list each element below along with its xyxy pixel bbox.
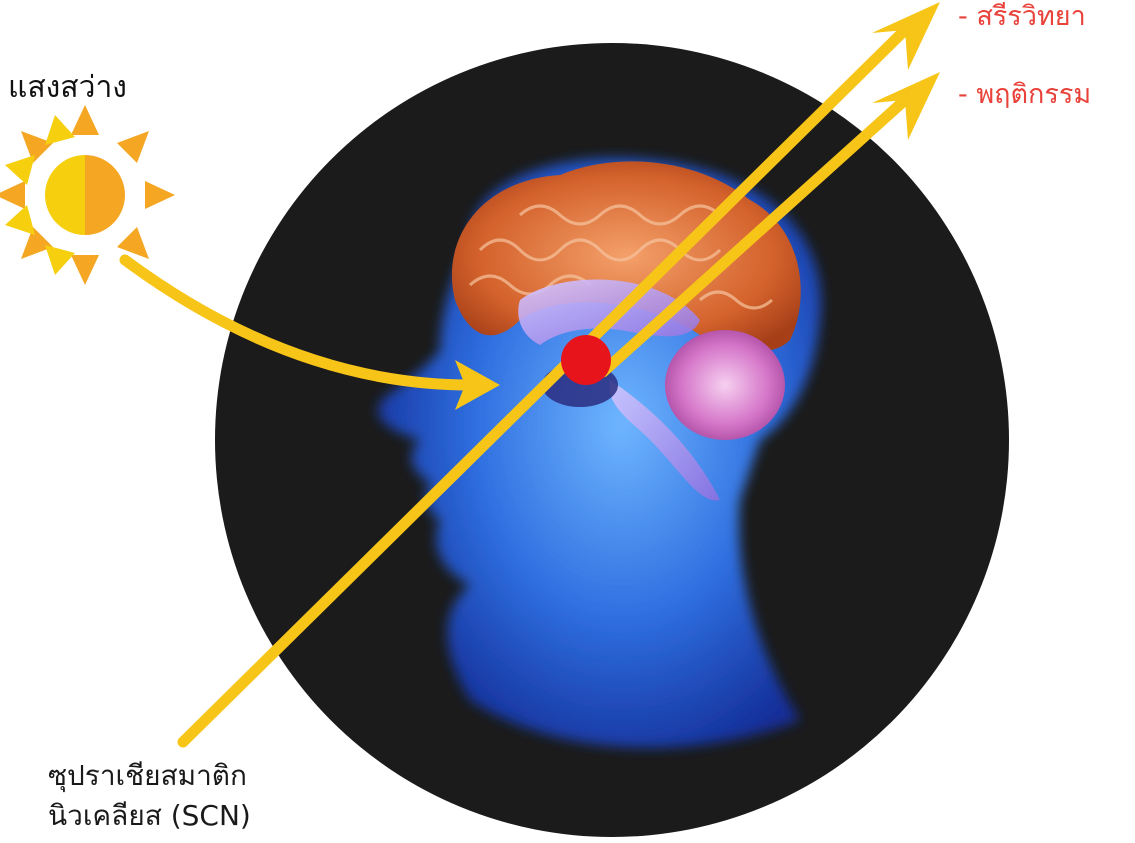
behavior-label: - พฤติกรรม	[958, 72, 1091, 115]
scn-label: ซุปราเชียสมาติก นิวเคลียส (SCN)	[48, 756, 251, 836]
light-label: แสงสว่าง	[8, 64, 127, 111]
scn-label-line1: ซุปราเชียสมาติก	[48, 756, 251, 796]
scn-label-line2: นิวเคลียส (SCN)	[48, 796, 251, 836]
sun-icon	[0, 105, 175, 285]
behavior-arrowhead	[872, 72, 940, 140]
cerebellum	[665, 330, 785, 440]
scn-dot	[561, 335, 611, 385]
physiology-label: - สรีรวิทยา	[958, 0, 1086, 37]
